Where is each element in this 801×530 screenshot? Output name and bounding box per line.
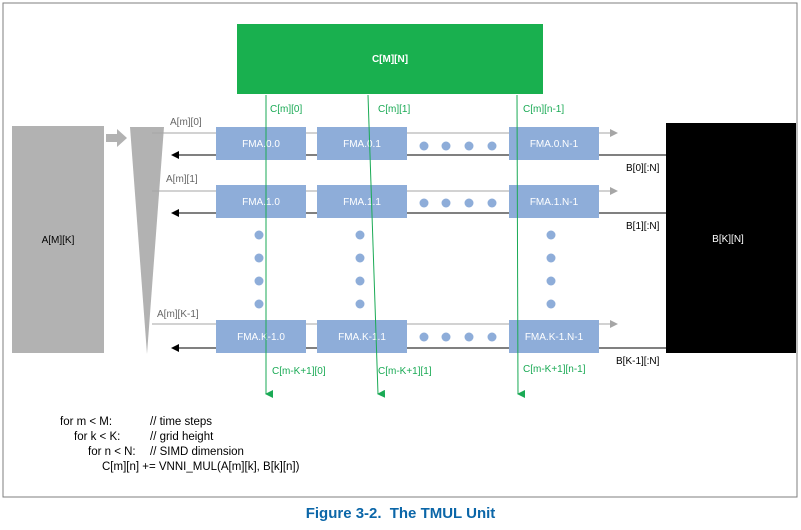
a-row-label: A[m][1] [166, 174, 198, 185]
figure-title: The TMUL Unit [389, 505, 496, 522]
a-feed-arrow [106, 129, 127, 147]
a-row-label: A[m][K-1] [157, 309, 199, 320]
b-matrix-box [666, 123, 796, 353]
c-bottom-label: C[m-K+1][1] [378, 366, 432, 377]
code-line-2-comment: // grid height [150, 431, 214, 443]
c-top-label: C[m][n-1] [523, 104, 564, 115]
b-row-label: B[1][:N] [626, 221, 660, 232]
fma-label: FMA.0.0 [242, 139, 280, 150]
fma-box [509, 185, 599, 218]
c-matrix-label: C[M][N] [372, 54, 408, 65]
fma-label: FMA.1.N-1 [530, 197, 579, 208]
fma-label: FMA.K-1.1 [338, 332, 386, 343]
skew-triangle [130, 127, 164, 354]
b-row-label: B[K-1][:N] [616, 356, 660, 367]
code-line-3-comment: // SIMD dimension [150, 446, 244, 458]
a-row-label: A[m][0] [170, 117, 202, 128]
vertical-ellipsis-dots [254, 230, 556, 309]
c-matrix-box [237, 24, 543, 94]
c-bottom-label: C[m-K+1][0] [272, 366, 326, 377]
c-top-label: C[m][1] [378, 104, 410, 115]
figure-caption: Figure 3-2. The TMUL Unit [0, 505, 801, 522]
a-matrix-box [12, 126, 104, 353]
code-line-1-comment: // time steps [150, 416, 212, 428]
code-line-3-stmt: for n < N: [88, 446, 136, 458]
horizontal-ellipsis-dots [419, 141, 497, 342]
c-bottom-label: C[m-K+1][n-1] [523, 364, 586, 375]
c-top-label: C[m][0] [270, 104, 302, 115]
fma-box [509, 127, 599, 160]
c-column1-line [367, 94, 386, 398]
fma-box [216, 127, 306, 160]
code-line-1-stmt: for m < M: [60, 416, 113, 428]
fma-label: FMA.0.1 [343, 139, 381, 150]
c-columnn-line [516, 94, 526, 398]
b-matrix-label: B[K][N] [712, 234, 744, 245]
fma-label: FMA.0.N-1 [530, 139, 579, 150]
figure-frame [2, 2, 798, 498]
fma-box [317, 127, 407, 160]
fma-box [216, 185, 306, 218]
fma-label: FMA.1.0 [242, 197, 280, 208]
fma-box [509, 320, 599, 353]
figure-number: Figure 3-2. [305, 505, 382, 522]
fma-label: FMA.K-1.N-1 [525, 332, 584, 343]
fma-box [317, 320, 407, 353]
fma-box [216, 320, 306, 353]
fma-label: FMA.1.1 [343, 197, 381, 208]
a-matrix-label: A[M][K] [42, 235, 75, 246]
fma-label: FMA.K-1.0 [237, 332, 285, 343]
code-line-4: C[m][n] += VNNI_MUL(A[m][k], B[k][n]) [102, 461, 300, 473]
b-row-label: B[0][:N] [626, 163, 660, 174]
code-line-2-stmt: for k < K: [74, 431, 121, 443]
fma-box [317, 185, 407, 218]
